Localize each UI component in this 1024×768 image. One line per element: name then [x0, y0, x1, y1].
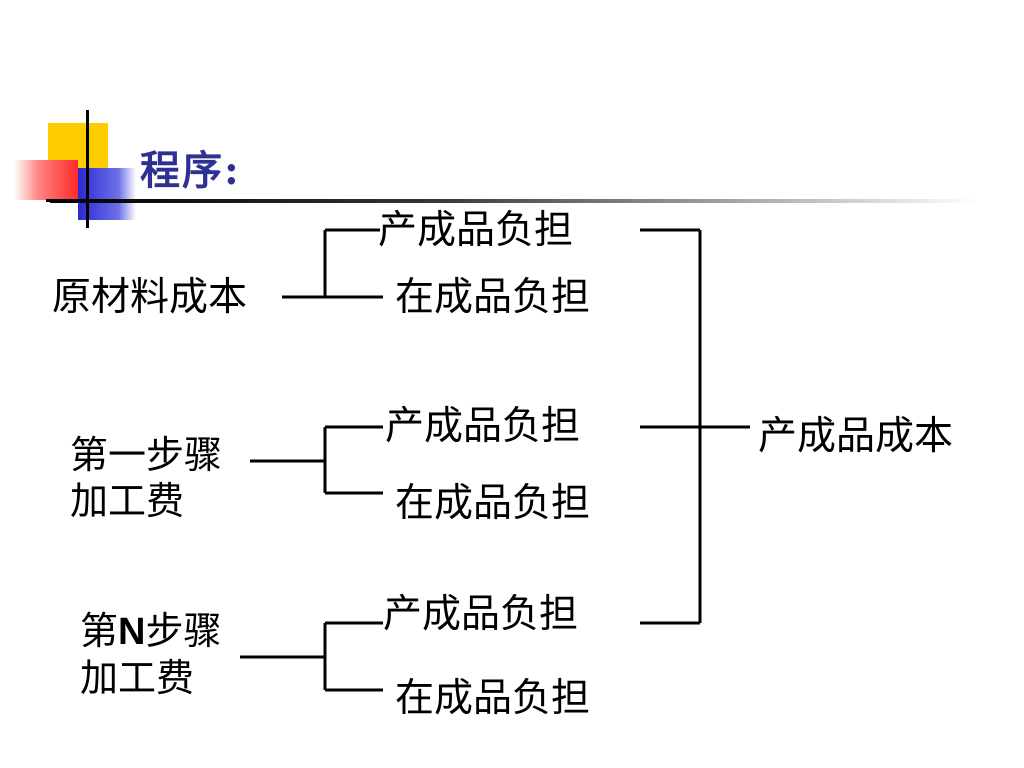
- page-title: 程序:: [140, 147, 241, 194]
- g3-bottom-label: 在成品负担: [395, 676, 591, 721]
- g3-top-label: 产成品负担: [383, 592, 579, 637]
- result-label: 产成品成本: [758, 414, 954, 459]
- node-stepN: 第N步骤 加工费: [80, 608, 221, 701]
- logo-red-square: [14, 160, 78, 200]
- g1-bottom-label: 在成品负担: [395, 275, 591, 320]
- node-stepN-prefix: 第: [80, 609, 119, 653]
- logo-vertical-line: [86, 110, 89, 228]
- node-stepN-line1: 第N步骤: [80, 608, 221, 655]
- node-stepN-suffix: 步骤: [145, 609, 222, 653]
- title-rule: [50, 199, 980, 203]
- node-stepN-n: N: [118, 611, 146, 653]
- node-step1-line2: 加工费: [70, 479, 185, 523]
- node-stepN-line2: 加工费: [80, 656, 195, 700]
- g2-top-label: 产成品负担: [385, 404, 581, 449]
- g2-bottom-label: 在成品负担: [395, 481, 591, 526]
- node-raw-material: 原材料成本: [52, 275, 248, 320]
- node-step1: 第一步骤 加工费: [70, 432, 222, 524]
- g1-top-label: 产成品负担: [378, 208, 574, 253]
- node-step1-line1: 第一步骤: [70, 433, 223, 477]
